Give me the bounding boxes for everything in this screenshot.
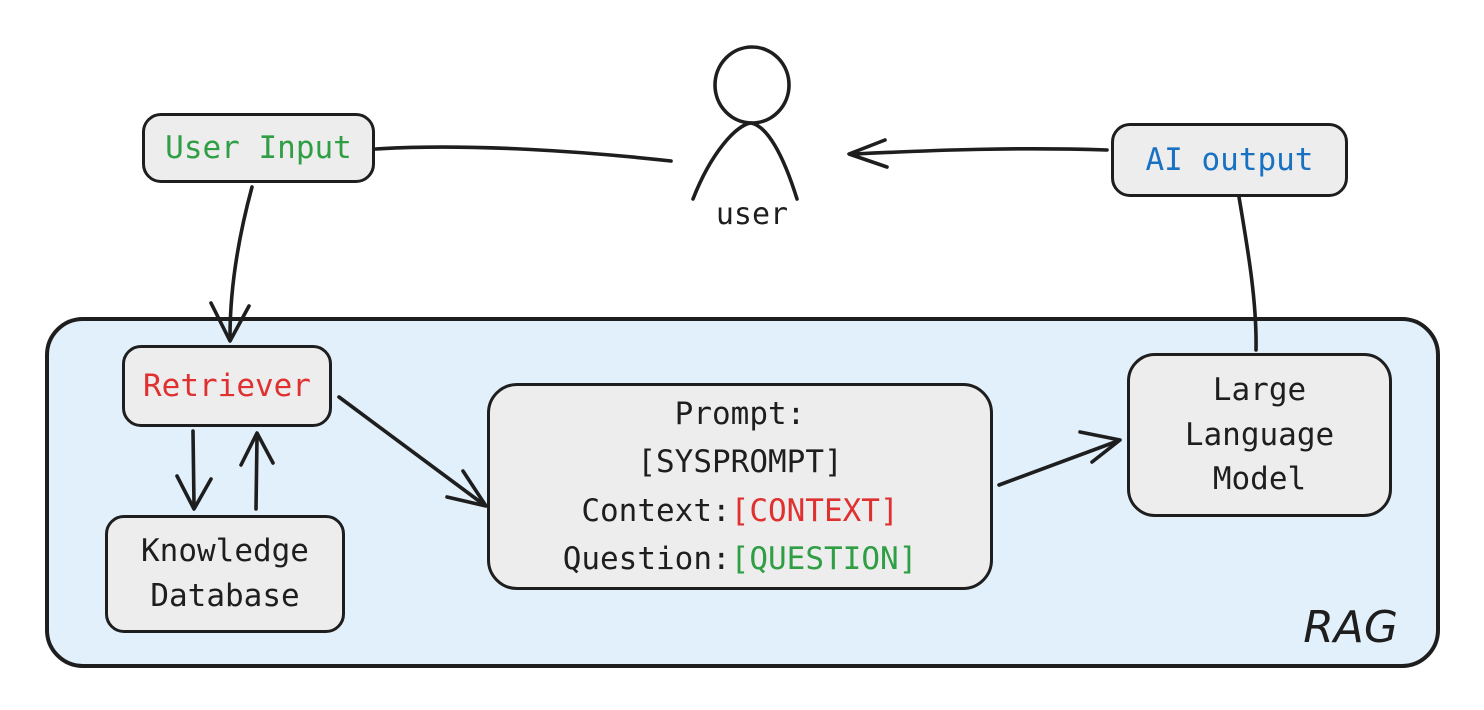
user-input-label: User Input	[165, 129, 352, 166]
question-placeholder: [QUESTION]	[730, 540, 918, 577]
llm-line3: Model	[1212, 461, 1307, 498]
llm-line2: Language	[1184, 416, 1335, 453]
prompt-context-line: Context:[CONTEXT]	[581, 487, 898, 535]
context-label: Context:	[581, 492, 731, 529]
node-ai-output: AI output	[1111, 123, 1348, 197]
rag-label: RAG	[1303, 602, 1398, 653]
node-retriever: Retriever	[122, 345, 332, 427]
context-placeholder: [CONTEXT]	[730, 492, 899, 529]
question-label: Question:	[562, 540, 731, 577]
retriever-label: Retriever	[143, 367, 311, 404]
ai-output-label: AI output	[1145, 141, 1314, 178]
node-user-input: User Input	[142, 113, 375, 183]
edge-ai-output-to-user	[847, 138, 1109, 169]
node-prompt: Prompt: [SYSPROMPT] Context:[CONTEXT] Qu…	[487, 383, 993, 590]
node-large-language-model: Large Language Model	[1127, 353, 1392, 517]
edge-user-to-user-input	[374, 145, 673, 163]
user-figure-icon	[691, 45, 799, 201]
prompt-question-line: Question:[QUESTION]	[563, 535, 918, 583]
knowledge-database-line2: Database	[150, 578, 300, 614]
prompt-sysprompt-line: [SYSPROMPT]	[637, 444, 843, 481]
llm-line1: Large	[1212, 371, 1307, 408]
node-knowledge-database: Knowledge Database	[105, 515, 345, 633]
user-caption: user	[715, 197, 789, 232]
knowledge-database-line1: Knowledge	[141, 533, 309, 570]
prompt-title-line: Prompt:	[674, 396, 806, 433]
